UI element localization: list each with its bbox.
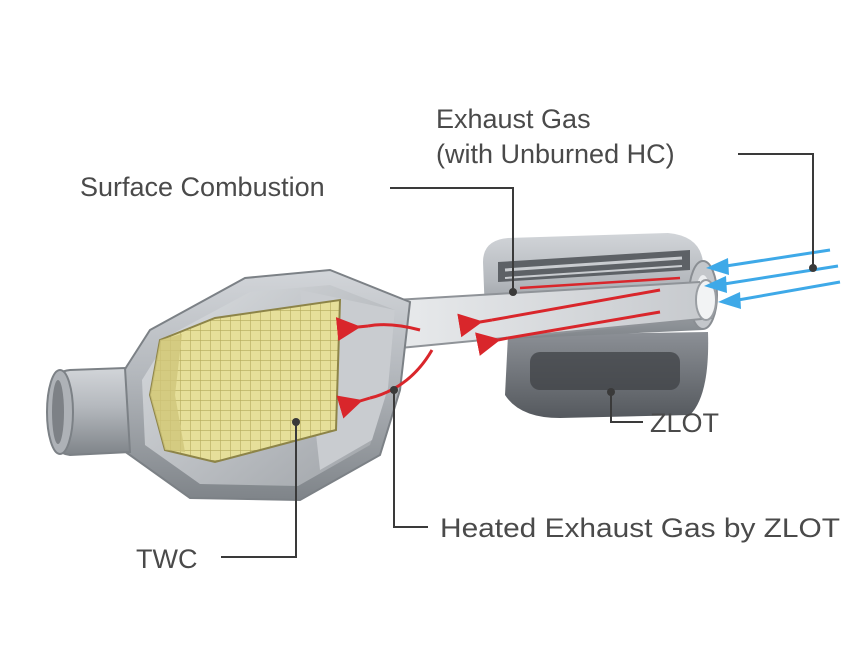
label-zlot: ZLOT (650, 408, 719, 438)
leader-exhaust-gas (738, 153, 814, 268)
label-exhaust-gas-line2: (with Unburned HC) (436, 139, 675, 169)
leader-twc (221, 422, 297, 558)
heated-flow-arrows (335, 276, 681, 419)
label-surface-combustion: Surface Combustion (80, 172, 325, 202)
leader-heated-exhaust (393, 390, 428, 528)
leader-zlot (610, 392, 643, 423)
inflow-arrows (704, 248, 841, 309)
label-exhaust-gas-line1: Exhaust Gas (436, 104, 591, 134)
leader-lines (221, 153, 817, 558)
label-heated-exhaust-gas: Heated Exhaust Gas by ZLOT (440, 513, 840, 543)
outlet-pipe (46, 366, 132, 457)
leader-surface-combustion (390, 187, 514, 292)
label-twc: TWC (136, 544, 197, 574)
